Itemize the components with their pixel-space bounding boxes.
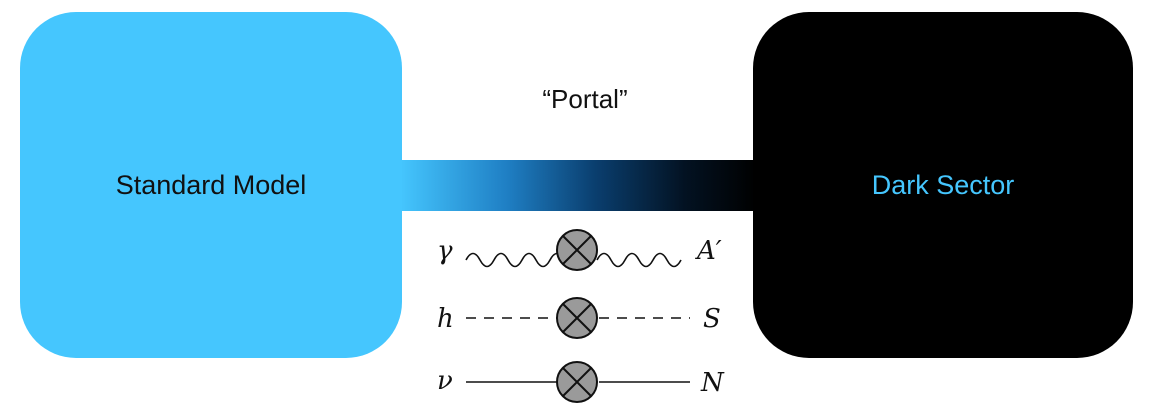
photon-symbol: γ [437, 236, 453, 266]
dark-sector-box: Dark Sector [753, 12, 1133, 358]
standard-model-label: Standard Model [115, 169, 307, 200]
portal-row-vector: γ A′ [437, 229, 722, 271]
mixing-vertex-icon [556, 229, 598, 271]
dark-photon-wavy-line [596, 252, 682, 268]
photon-wavy-line [465, 252, 565, 268]
mixing-vertex-icon [556, 297, 598, 339]
scalar-symbol: S [703, 304, 721, 334]
portal-row-scalar: h S [437, 297, 721, 339]
higgs-symbol: h [437, 304, 454, 334]
dark-photon-symbol: A′ [695, 236, 722, 266]
mixing-vertex-icon [556, 361, 598, 403]
heavy-neutral-lepton-symbol: N [700, 368, 725, 398]
portal-row-neutrino: ν N [437, 361, 725, 403]
neutrino-symbol: ν [437, 366, 453, 396]
standard-model-box: Standard Model [20, 12, 402, 358]
dark-sector-label: Dark Sector [871, 169, 1015, 200]
portal-label: “Portal” [542, 84, 628, 114]
portal-connector [400, 160, 756, 211]
